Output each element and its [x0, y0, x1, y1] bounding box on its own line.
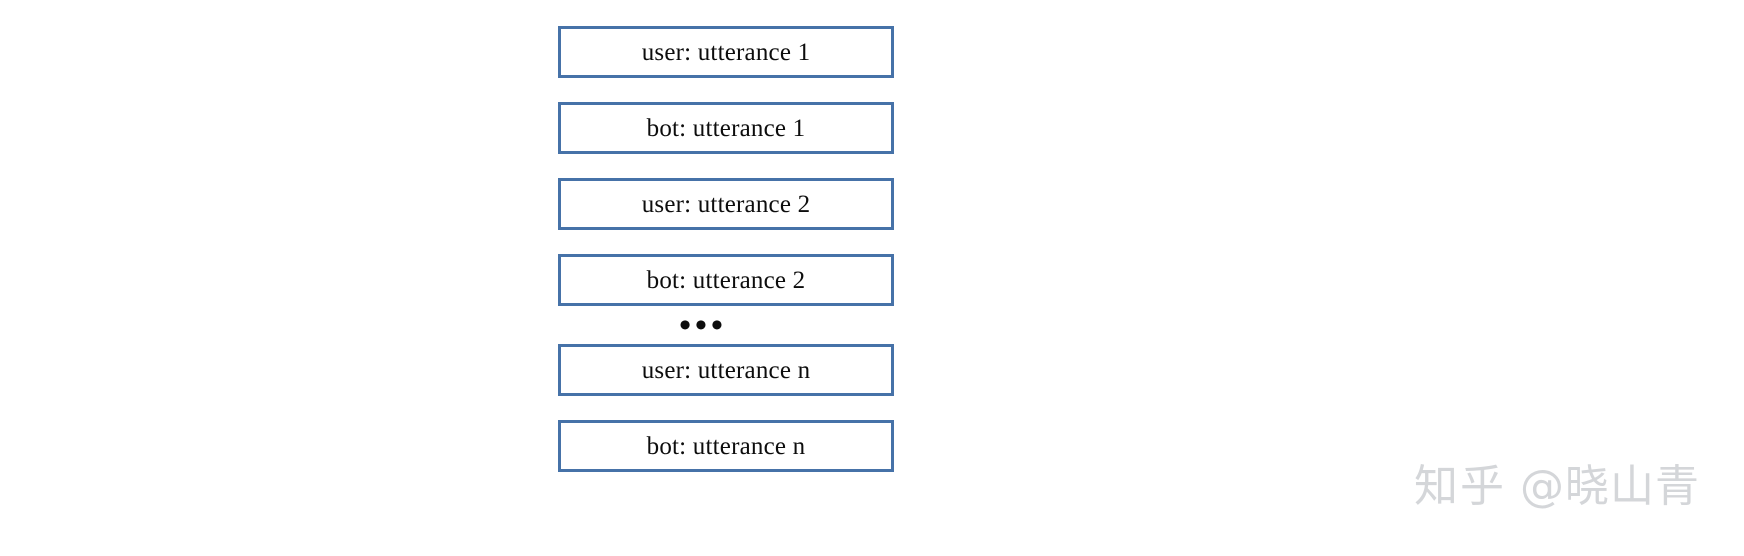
utterance-label: bot: utterance 2	[646, 266, 806, 294]
utterance-label: bot: utterance n	[646, 432, 806, 460]
utterance-label: user: utterance n	[641, 356, 811, 384]
utterance-box-user-1: user: utterance 1	[558, 26, 894, 78]
utterance-box-bot-1: bot: utterance 1	[558, 102, 894, 154]
utterance-box-bot-n: bot: utterance n	[558, 420, 894, 472]
utterance-label: user: utterance 2	[641, 190, 811, 218]
watermark: 知乎 @晓山青	[1414, 450, 1700, 514]
utterance-box-user-n: user: utterance n	[558, 344, 894, 396]
ellipsis-icon: •••	[679, 306, 727, 344]
utterance-box-bot-2: bot: utterance 2	[558, 254, 894, 306]
utterance-box-user-2: user: utterance 2	[558, 178, 894, 230]
watermark-brand: 知乎	[1414, 461, 1506, 512]
utterance-label: user: utterance 1	[641, 38, 811, 66]
continuation-ellipsis: •••	[558, 306, 894, 344]
utterance-label: bot: utterance 1	[646, 114, 806, 142]
dialogue-stack: user: utterance 1 bot: utterance 1 user:…	[558, 26, 894, 472]
watermark-handle: @晓山青	[1520, 461, 1700, 512]
